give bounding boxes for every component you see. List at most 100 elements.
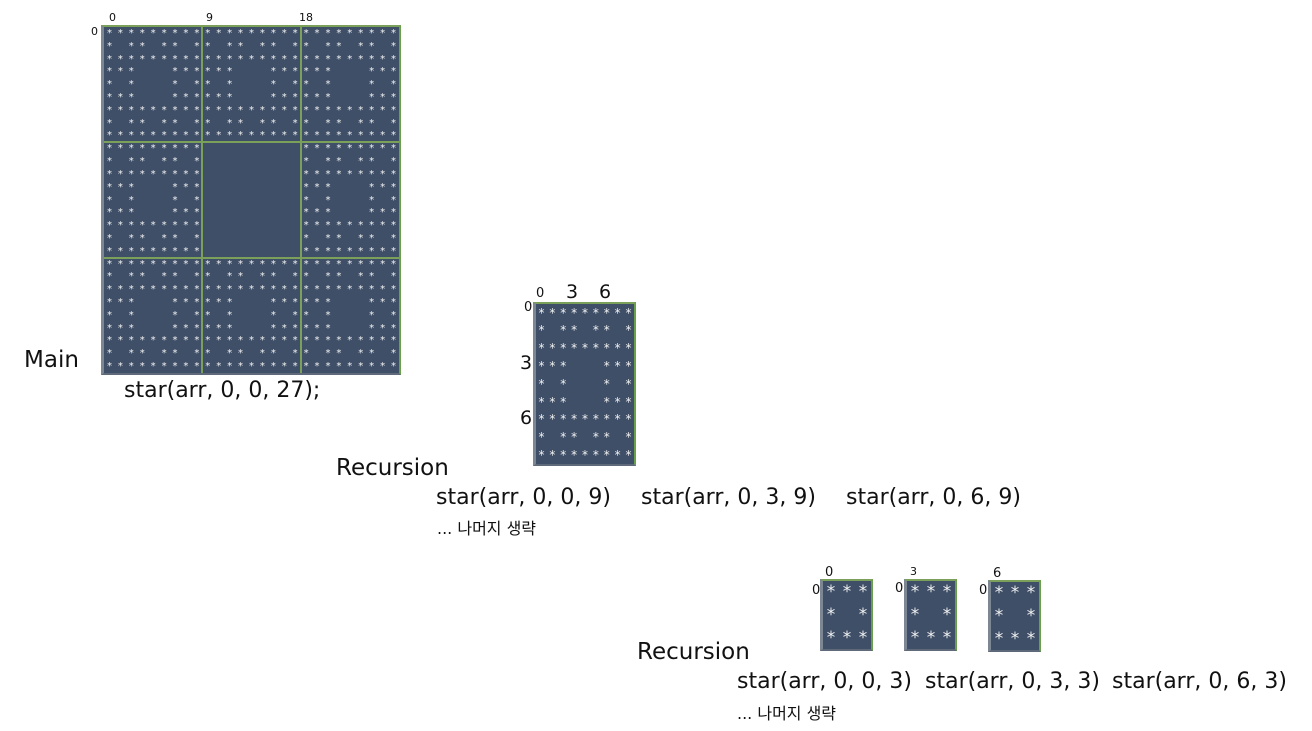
star-cell: * — [182, 27, 189, 39]
star-cell: * — [270, 130, 277, 142]
star-cell: * — [559, 447, 567, 462]
star-cell: * — [139, 156, 146, 168]
star-cell: * — [237, 258, 244, 270]
star-cell: * — [390, 130, 397, 142]
star-cell: * — [379, 27, 386, 39]
star-cell: * — [139, 258, 146, 270]
star-cell: * — [292, 91, 299, 103]
star-cell: * — [346, 245, 353, 257]
star-cell: * — [204, 309, 211, 321]
star-cell: * — [1025, 628, 1037, 649]
star-cell: * — [161, 27, 168, 39]
star-cell: * — [368, 245, 375, 257]
star-cell: * — [292, 361, 299, 373]
star-cell: * — [537, 394, 546, 409]
rec1-star-grid: ****************************************… — [533, 302, 636, 466]
main-call: star(arr, 0, 0, 27); — [124, 378, 321, 403]
rec2-star-grid-1: ******** — [904, 579, 957, 651]
star-cell: * — [303, 79, 310, 91]
star-cell: * — [106, 27, 113, 39]
star-cell: * — [182, 104, 189, 116]
star-cell: * — [171, 271, 179, 283]
grid-block-divider — [104, 256, 399, 259]
star-cell: * — [171, 104, 179, 116]
rec2-call-0: star(arr, 0, 0, 3) — [737, 669, 912, 694]
star-cell: * — [193, 207, 200, 219]
star-cell: * — [182, 91, 189, 103]
star-cell: * — [624, 341, 633, 356]
star-cell: * — [324, 53, 331, 65]
star-cell: * — [106, 156, 113, 168]
star-cell: * — [592, 305, 600, 320]
star-cell: * — [128, 53, 135, 65]
star-cell: * — [204, 79, 211, 91]
star-cell: * — [314, 168, 321, 180]
star-cell: * — [193, 104, 200, 116]
star-cell: * — [303, 117, 310, 129]
star-cell: * — [559, 359, 567, 373]
star-cell: * — [581, 305, 589, 320]
star-cell: * — [182, 130, 189, 142]
star-cell: * — [303, 207, 310, 219]
star-cell: * — [270, 91, 277, 103]
star-cell: * — [193, 91, 200, 103]
star-cell: * — [581, 412, 589, 427]
star-cell: * — [248, 361, 255, 373]
star-cell: * — [161, 232, 168, 244]
star-cell: * — [303, 53, 310, 65]
star-cell: * — [106, 143, 113, 155]
rec2-call-6: star(arr, 0, 6, 3) — [1112, 669, 1287, 694]
star-cell: * — [335, 104, 342, 116]
star-cell: * — [346, 143, 353, 155]
star-cell: * — [324, 40, 331, 52]
star-cell: * — [941, 605, 953, 626]
star-cell: * — [139, 271, 146, 283]
star-cell: * — [592, 341, 600, 356]
rec2-row-tick-0b: 0 — [895, 581, 904, 596]
star-cell: * — [204, 53, 211, 65]
main-star-grid: ****************************************… — [101, 25, 401, 375]
star-cell: * — [150, 245, 157, 257]
star-cell: * — [624, 305, 633, 320]
star-cell: * — [368, 40, 375, 52]
rec2-col-tick-3: 3 — [910, 565, 917, 578]
star-cell: * — [106, 181, 113, 193]
star-cell: * — [314, 207, 321, 219]
star-cell: * — [281, 66, 288, 78]
star-cell: * — [270, 258, 277, 270]
star-cell: * — [603, 430, 611, 445]
star-cell: * — [248, 27, 255, 39]
star-cell: * — [215, 335, 222, 347]
star-cell: * — [259, 271, 266, 283]
rec1-note: ... 나머지 생략 — [437, 519, 537, 538]
star-cell: * — [193, 79, 200, 91]
star-cell: * — [379, 143, 386, 155]
star-cell: * — [259, 258, 266, 270]
star-cell: * — [357, 104, 364, 116]
star-cell: * — [1025, 606, 1037, 627]
star-cell: * — [237, 53, 244, 65]
star-cell: * — [324, 258, 331, 270]
star-cell: * — [281, 284, 288, 296]
star-cell: * — [390, 348, 397, 360]
star-cell: * — [303, 220, 310, 232]
rec2-call-3: star(arr, 0, 3, 3) — [925, 669, 1100, 694]
star-cell: * — [390, 232, 397, 244]
star-cell: * — [314, 91, 321, 103]
star-cell: * — [150, 168, 157, 180]
star-cell: * — [237, 271, 244, 283]
star-cell: * — [390, 181, 397, 193]
star-cell: * — [161, 143, 168, 155]
star-cell: * — [909, 627, 921, 648]
star-cell: * — [128, 245, 135, 257]
star-cell: * — [226, 284, 233, 296]
star-cell: * — [106, 91, 113, 103]
star-cell: * — [368, 53, 375, 65]
star-cell: * — [324, 207, 331, 219]
star-cell: * — [281, 297, 288, 309]
star-cell: * — [226, 40, 233, 52]
star-cell: * — [215, 284, 222, 296]
star-cell: * — [368, 232, 375, 244]
star-cell: * — [592, 323, 600, 338]
star-cell: * — [603, 305, 611, 320]
